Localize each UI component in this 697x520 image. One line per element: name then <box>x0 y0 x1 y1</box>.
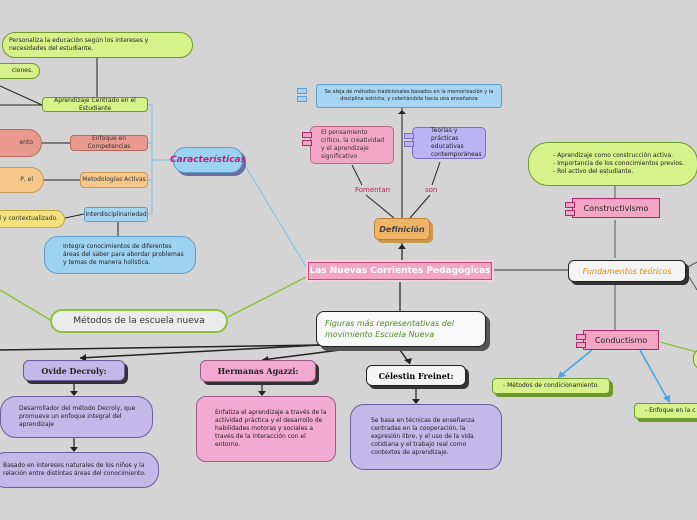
freinet-text: Se basa en técnicas de enseñanza centrad… <box>371 417 475 456</box>
component-icon <box>565 210 575 216</box>
conductismo-right-text: - Enfoque en la c <box>645 407 696 414</box>
agazzi-text: Enfatiza el aprendizaje a través de la a… <box>215 409 327 448</box>
component-icon <box>576 334 586 340</box>
interdisciplinariedad-node[interactable]: Interdisciplinariedad <box>84 207 148 222</box>
interdisciplinariedad-label: Interdisciplinariedad <box>85 210 147 218</box>
cut-node-ciones-text: ciones. <box>11 67 33 74</box>
constructivismo-point: - Importancia de los conocimientos previ… <box>553 160 685 167</box>
conductismo-node[interactable]: Conductismo <box>583 330 659 350</box>
fomentan-text-card[interactable]: El pensamiento crítico, la creatividad y… <box>310 126 394 164</box>
son-text: Teorías y prácticas educativas contempor… <box>431 127 482 158</box>
cut-node-contextualizado-text: al y contextualizado. <box>0 215 58 222</box>
freinet-name: Célestin Freinet: <box>378 370 454 381</box>
aprendizaje-detail-card[interactable]: Personaliza la educación según los inter… <box>2 32 193 58</box>
note-connector-icon <box>404 141 414 147</box>
note-connector-icon <box>302 140 312 146</box>
caracteristicas-node[interactable]: Características <box>170 147 246 173</box>
note-connector-icon <box>297 88 307 94</box>
constructivismo-point: - Rol activo del estudiante. <box>553 168 634 175</box>
decroly-node[interactable]: Ovide Decroly: <box>23 360 125 381</box>
constructivismo-title: Constructivismo <box>583 203 649 213</box>
central-topic-title: Las Nuevas Corrientes Pedagógicas <box>309 266 491 276</box>
metodologias-activas-node[interactable]: Metodologías Activas <box>80 172 148 188</box>
cut-node-contextualizado[interactable]: al y contextualizado. <box>0 210 65 228</box>
decroly-text1-card[interactable]: Desarrollador del método Decroly, que pr… <box>0 396 153 438</box>
figuras-title: Figuras más representativas del movimien… <box>325 319 454 339</box>
decroly-name: Ovide Decroly: <box>41 365 107 376</box>
cut-node-p-el-text: P, el <box>20 176 33 183</box>
agazzi-text-card[interactable]: Enfatiza el aprendizaje a través de la a… <box>196 396 336 462</box>
conductismo-left-text: - Métodos de condicionamiento. <box>503 382 600 389</box>
aprendizaje-detail-text: Personaliza la educación según los inter… <box>9 37 149 52</box>
cut-node-ciones[interactable]: ciones. <box>0 63 40 79</box>
constructivismo-point: - Aprendizaje como construcción activa. <box>553 152 674 159</box>
definicion-node[interactable]: Definición <box>374 218 430 240</box>
component-icon <box>576 342 586 348</box>
aprendizaje-centrado-label: Aprendizaje Centrado en el Estudiante <box>54 96 136 112</box>
constructivismo-node[interactable]: Constructivismo <box>572 198 660 218</box>
definicion-title: Definición <box>379 224 425 234</box>
component-icon <box>565 202 575 208</box>
cut-node-p-el[interactable]: P, el <box>0 167 44 193</box>
freinet-node[interactable]: Célestin Freinet: <box>366 365 466 386</box>
metodos-escuela-nueva-title: Métodos de la escuela nueva <box>73 316 205 326</box>
interdisciplinariedad-detail-text: Integra conocimientos de diferentes área… <box>63 243 184 266</box>
fomentan-text: El pensamiento crítico, la creatividad y… <box>321 129 385 160</box>
note-connector-icon <box>297 96 307 102</box>
enfoque-competencias-label: Enfoque en Competencias <box>87 135 131 150</box>
definicion-note-card[interactable]: Se aleja de métodos tradicionales basado… <box>316 84 502 108</box>
definicion-note-text: Se aleja de métodos tradicionales basado… <box>324 89 494 102</box>
son-text-card[interactable]: Teorías y prácticas educativas contempor… <box>412 127 486 159</box>
agazzi-node[interactable]: Hermanas Agazzi: <box>200 360 316 382</box>
caracteristicas-title: Características <box>170 155 246 165</box>
enfoque-competencias-node[interactable]: Enfoque en Competencias <box>70 135 148 151</box>
fundamentos-node[interactable]: Fundamentos teóricos <box>568 260 686 282</box>
cut-node-ento[interactable]: ento <box>0 129 42 157</box>
agazzi-name: Hermanas Agazzi: <box>217 366 299 376</box>
conductismo-title: Conductismo <box>594 335 648 345</box>
conductismo-right-card[interactable]: - Enfoque en la c <box>634 403 697 419</box>
note-connector-icon <box>302 132 312 138</box>
figuras-node[interactable]: Figuras más representativas del movimien… <box>316 311 486 347</box>
metodologias-activas-label: Metodologías Activas <box>82 176 146 183</box>
decroly-text2-card[interactable]: Basado en intereses naturales de los niñ… <box>0 452 159 488</box>
constructivismo-points: - Aprendizaje como construcción activa. … <box>553 152 684 176</box>
note-connector-icon <box>404 133 414 139</box>
interdisciplinariedad-detail-card[interactable]: Integra conocimientos de diferentes área… <box>44 236 196 274</box>
freinet-text-card[interactable]: Se basa en técnicas de enseñanza centrad… <box>350 404 502 470</box>
decroly-text1: Desarrollador del método Decroly, que pr… <box>19 405 136 428</box>
fundamentos-title: Fundamentos teóricos <box>582 266 672 276</box>
son-label: son <box>425 186 438 194</box>
decroly-text2: Basado en intereses naturales de los niñ… <box>3 462 146 477</box>
metodos-escuela-nueva-node[interactable]: Métodos de la escuela nueva <box>50 309 228 333</box>
cut-node-ento-text: ento <box>19 139 33 146</box>
aprendizaje-centrado-node[interactable]: Aprendizaje Centrado en el Estudiante <box>42 97 148 112</box>
central-topic-node[interactable]: Las Nuevas Corrientes Pedagógicas <box>308 262 492 280</box>
conductismo-left-card[interactable]: - Métodos de condicionamiento. <box>492 378 610 394</box>
constructivismo-points-card[interactable]: - Aprendizaje como construcción activa. … <box>528 142 697 186</box>
fomentan-label: Fomentan <box>355 186 391 194</box>
